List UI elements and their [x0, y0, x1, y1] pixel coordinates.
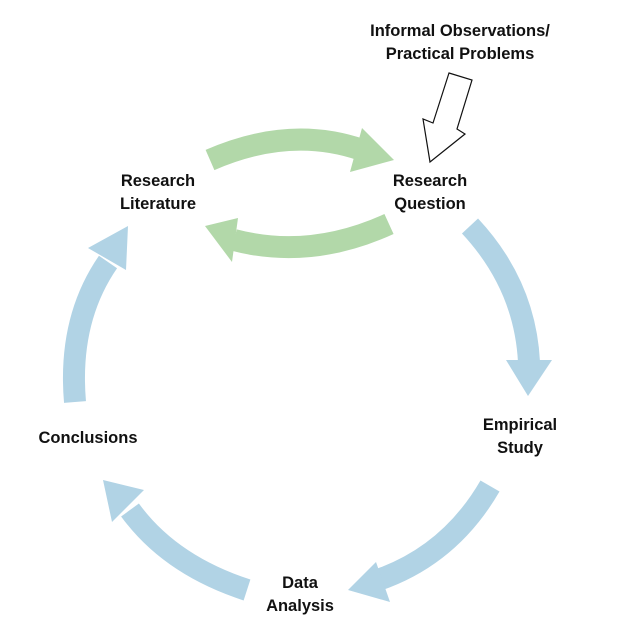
node-analysis-line2: Analysis	[266, 597, 334, 615]
arrow-empirical-to-analysis	[348, 480, 500, 602]
node-observations-line1: Informal Observations/	[370, 22, 550, 40]
node-research-literature: Research Literature	[120, 170, 196, 216]
node-empirical-study: Empirical Study	[483, 414, 557, 460]
node-question-line2: Question	[394, 195, 466, 213]
node-data-analysis: Data Analysis	[266, 572, 334, 618]
node-conclusions-line1: Conclusions	[38, 429, 138, 447]
node-analysis-line1: Data	[282, 574, 318, 592]
node-literature-line1: Research	[120, 172, 196, 190]
arrow-question-to-literature	[205, 213, 394, 262]
node-question-line1: Research	[392, 172, 468, 190]
hollow-arrow-observations-to-question	[422, 72, 473, 164]
arrow-conclusions-to-literature	[62, 226, 128, 403]
node-literature-line2: Literature	[119, 195, 197, 213]
node-empirical-line2: Study	[497, 439, 543, 457]
arrow-analysis-to-conclusions	[103, 480, 251, 601]
arrow-literature-to-question	[205, 128, 394, 172]
node-conclusions: Conclusions	[38, 427, 137, 450]
arrow-question-to-empirical	[461, 218, 552, 396]
node-research-question: Research Question	[393, 170, 467, 216]
node-observations: Informal Observations/ Practical Problem…	[370, 20, 550, 66]
node-empirical-line1: Empirical	[482, 416, 558, 434]
node-observations-line2: Practical Problems	[385, 45, 535, 63]
